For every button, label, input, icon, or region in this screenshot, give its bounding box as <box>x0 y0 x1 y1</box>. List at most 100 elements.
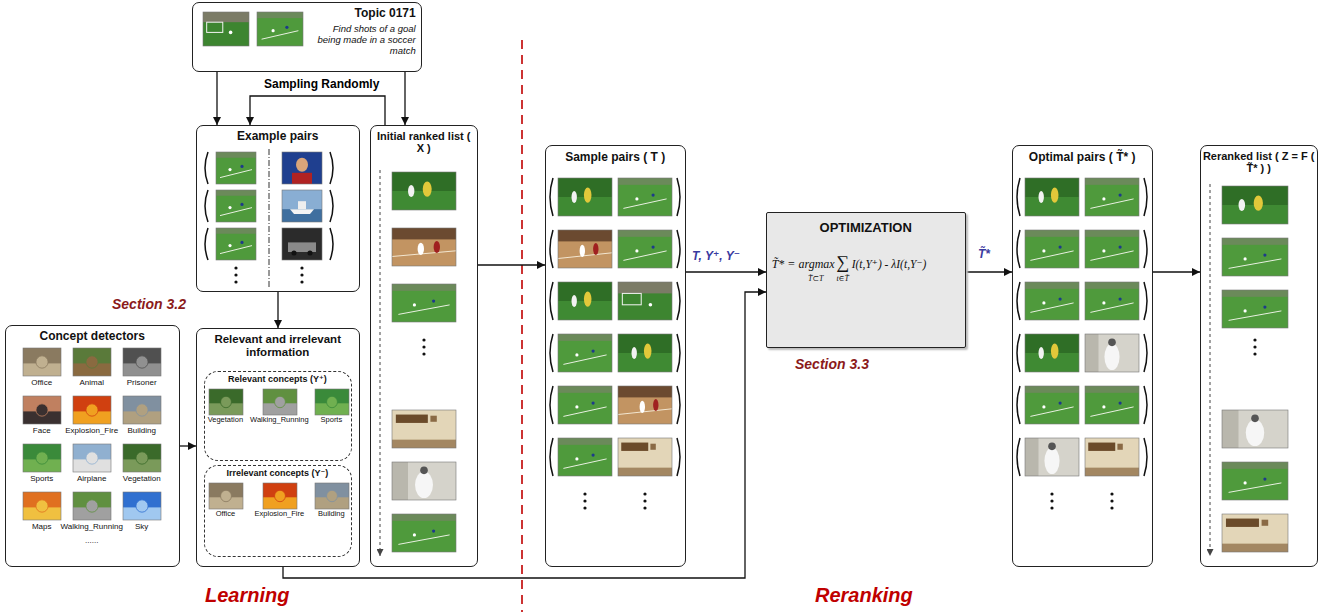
thumbnail-part <box>262 31 299 40</box>
thumbnail-part <box>257 12 303 46</box>
thumbnail-part <box>1025 282 1079 289</box>
thumbnail-part <box>23 396 61 424</box>
thumbnail-part <box>1059 246 1062 249</box>
node-text: Vegetation <box>191 416 259 425</box>
ellipsis-dot <box>583 506 586 509</box>
ellipsis-dot <box>300 280 303 283</box>
thumbnail-part <box>1085 334 1099 372</box>
thumbnail-part <box>1222 462 1288 500</box>
thumbnail-part <box>23 492 61 520</box>
node-text: t∈T̃ <box>828 274 858 283</box>
bracket <box>1017 438 1020 476</box>
bracket <box>1144 438 1147 476</box>
thumbnail-part <box>392 514 456 552</box>
node-text: Prisoner <box>106 378 178 387</box>
node-title: Reranked list ( Z = F ( T̃* ) ) <box>1203 150 1315 175</box>
thumbnail <box>558 178 612 216</box>
thumbnail-part <box>392 462 408 500</box>
thumbnail-part <box>408 185 414 197</box>
thumbnail-part <box>216 152 256 158</box>
bracket <box>1144 282 1147 320</box>
thumbnail-part <box>23 348 61 376</box>
thumbnail-part <box>392 228 456 239</box>
thumbnail-part <box>1085 334 1139 372</box>
thumbnail <box>618 386 672 424</box>
thumbnail-part <box>593 243 598 255</box>
thumbnail-part <box>392 251 456 257</box>
thumbnail-part <box>1085 468 1139 476</box>
thumbnail-part <box>272 29 275 32</box>
thumbnail-part <box>1051 188 1059 203</box>
thumbnail-part <box>1119 402 1122 405</box>
thumbnail-part <box>618 282 672 320</box>
thumbnail-part <box>298 201 306 209</box>
thumbnail-part <box>1222 290 1288 297</box>
thumbnail-part <box>1025 386 1079 424</box>
thumbnail-part <box>123 492 161 520</box>
thumbnail-part <box>415 472 433 499</box>
topic-box: Topic 0171Find shots of a goal being mad… <box>192 2 422 72</box>
thumbnail-part <box>563 355 606 365</box>
list-order-arrow <box>1210 184 1211 556</box>
thumbnail-part <box>73 348 111 376</box>
thumbnail-part <box>1222 290 1288 328</box>
thumbnail <box>1025 230 1079 268</box>
thumbnail-part <box>216 152 256 184</box>
thumbnail <box>392 514 456 552</box>
thumbnail-part <box>1239 199 1246 211</box>
thumbnail-part <box>1085 282 1139 320</box>
thumbnail-part <box>1025 386 1079 424</box>
thumbnail-part <box>392 410 456 448</box>
thumbnail-part <box>1039 347 1044 359</box>
section-reference: Section 3.2 <box>112 296 186 312</box>
bracket <box>550 178 553 216</box>
thumbnail-part <box>1025 438 1079 476</box>
thumbnail-part <box>1222 290 1288 328</box>
thumbnail-part <box>216 190 256 196</box>
thumbnail-part <box>1229 311 1282 321</box>
thumbnail-part <box>1244 481 1247 484</box>
thumbnail <box>209 483 243 509</box>
thumbnail-part <box>413 303 416 306</box>
node-text: Office <box>6 378 78 387</box>
thumbnail-part <box>1222 238 1288 276</box>
thumbnail-part <box>1085 386 1139 424</box>
thumbnail-part <box>1090 407 1133 417</box>
node-title: OPTIMIZATION <box>770 221 962 236</box>
thumbnail-part <box>398 305 449 315</box>
thumbnail-part <box>1085 282 1139 320</box>
node-title: Concept detectors <box>10 330 175 344</box>
thumbnail-part <box>1042 405 1045 408</box>
thumbnail-part <box>563 459 606 469</box>
thumbnail <box>282 152 322 184</box>
thumbnail <box>618 334 672 372</box>
thumbnail-part <box>1090 251 1133 261</box>
thumbnail-part <box>650 444 655 450</box>
thumbnail-part <box>209 389 243 415</box>
thumbnail-part <box>392 172 456 210</box>
thumbnail-part <box>618 386 672 397</box>
connector-arrow <box>478 264 545 265</box>
ellipsis-dot <box>300 273 303 276</box>
thumbnail-part <box>653 399 658 411</box>
thumbnail-part <box>86 404 98 416</box>
thumbnail-part <box>221 396 232 407</box>
ellipsis-dot <box>300 266 303 269</box>
thumbnail-part <box>282 228 322 260</box>
connector-arrow <box>216 72 217 125</box>
thumbnail-part <box>558 386 612 424</box>
thumbnail-part <box>1030 251 1073 261</box>
thumbnail-part <box>1263 306 1266 309</box>
thumbnail-part <box>1119 194 1122 197</box>
ellipsis-dot <box>583 492 586 495</box>
thumbnail-part <box>220 246 252 254</box>
thumbnail <box>1025 282 1079 320</box>
node-text: Animal <box>56 378 128 387</box>
thumbnail-part <box>558 438 612 476</box>
thumbnail-part <box>23 348 61 376</box>
thumbnail-part <box>558 230 612 268</box>
thumbnail <box>1222 410 1288 448</box>
ellipsis-dot <box>1110 506 1113 509</box>
thumbnail <box>558 386 612 424</box>
ellipsis-dot <box>643 492 646 495</box>
